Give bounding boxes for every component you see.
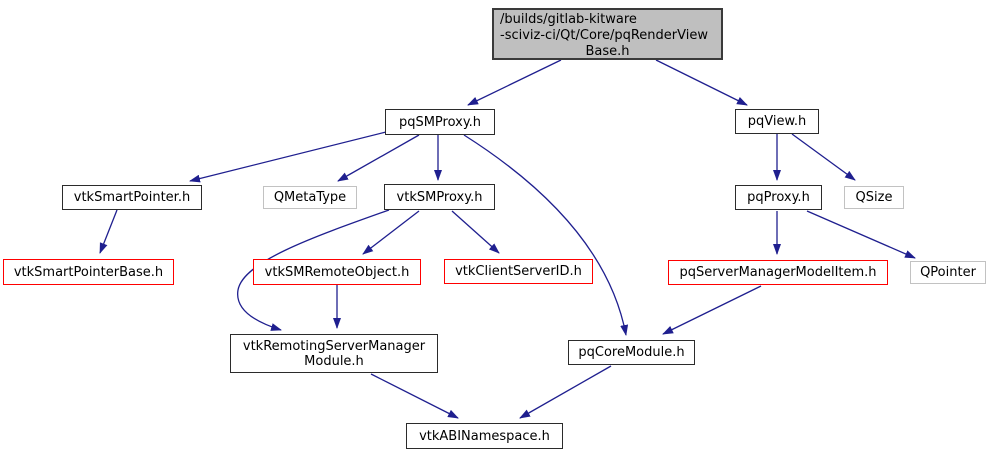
node-label: vtkSMProxy.h <box>396 189 483 205</box>
edge-vtksmproxy-to-vtkclientserverid <box>451 210 500 254</box>
node-pqcoremodule[interactable]: pqCoreModule.h <box>568 340 695 365</box>
node-label: QSize <box>855 190 893 205</box>
node-pqproxy[interactable]: pqProxy.h <box>735 185 822 210</box>
edge-root-to-pqsmproxy <box>467 59 562 106</box>
node-label: vtkSmartPointerBase.h <box>13 264 164 280</box>
edge-pqcoremodule-to-vtkabinamespace <box>519 365 612 419</box>
edge-vtksmartpointer-to-vtksmartpointerbase <box>99 209 118 254</box>
edge-pqsmproxy-to-pqcoremodule <box>463 134 629 336</box>
node-qmetatype: QMetaType <box>263 186 357 209</box>
node-pqsmproxy[interactable]: pqSMProxy.h <box>385 109 495 135</box>
edge-vtksmproxy-to-vtkremotingservermanagermodule <box>237 209 390 331</box>
root-label-line3: Base.h <box>585 44 630 59</box>
node-vtksmproxy[interactable]: vtkSMProxy.h <box>384 184 495 210</box>
node-label: pqSMProxy.h <box>398 114 482 130</box>
node-label: pqServerManagerModelItem.h <box>679 265 877 280</box>
node-label: vtkSMRemoteObject.h <box>264 264 410 280</box>
edge-pqservermanagermodelitem-to-pqcoremodule <box>662 285 762 335</box>
node-label: pqCoreModule.h <box>578 345 685 360</box>
node-label: pqProxy.h <box>747 190 810 205</box>
root-label-line1: /builds/gitlab-kitware <box>500 12 637 27</box>
edge-pqsmproxy-to-qmetatype <box>337 134 420 182</box>
node-label: vtkABINamespace.h <box>419 428 550 444</box>
node-vtkabinamespace[interactable]: vtkABINamespace.h <box>406 423 563 449</box>
node-pqview[interactable]: pqView.h <box>735 109 819 134</box>
node-label: vtkRemotingServerManager Module.h <box>243 339 425 369</box>
edge-vtksmproxy-to-vtksmremoteobject <box>362 210 420 255</box>
node-label-line2: Module.h <box>304 353 364 369</box>
node-label: QMetaType <box>273 190 347 205</box>
node-vtksmartpointerbase[interactable]: vtkSmartPointerBase.h <box>3 259 174 285</box>
root-label-line2: -sciviz-ci/Qt/Core/pqRenderView <box>500 28 708 43</box>
node-label: QPointer <box>920 265 976 280</box>
node-vtksmartpointer[interactable]: vtkSmartPointer.h <box>62 185 202 210</box>
node-label-line1: vtkRemotingServerManager <box>242 338 426 354</box>
edge-pqsmproxy-to-vtksmartpointer <box>189 131 387 183</box>
edge-vtkremotingservermanagermodule-to-vtkabinamespace <box>370 373 459 419</box>
node-label: pqView.h <box>747 114 807 129</box>
node-label: vtkClientServerID.h <box>455 264 582 279</box>
node-vtksmremoteobject[interactable]: vtkSMRemoteObject.h <box>253 259 421 285</box>
node-vtkclientserverid[interactable]: vtkClientServerID.h <box>444 259 593 284</box>
node-vtkremotingservermanagermodule[interactable]: vtkRemotingServerManager Module.h <box>230 334 438 373</box>
node-qsize: QSize <box>844 186 904 209</box>
node-root-pqrenderviewbase: /builds/gitlab-kitware -sciviz-ci/Qt/Cor… <box>492 8 723 60</box>
node-pqservermanagermodelitem[interactable]: pqServerManagerModelItem.h <box>668 260 888 285</box>
edge-root-to-pqview <box>655 59 748 106</box>
edge-pqproxy-to-qpointer <box>806 210 916 259</box>
edge-pqview-to-qsize <box>791 133 856 181</box>
node-label: vtkSmartPointer.h <box>73 190 191 205</box>
node-qpointer: QPointer <box>910 261 986 284</box>
